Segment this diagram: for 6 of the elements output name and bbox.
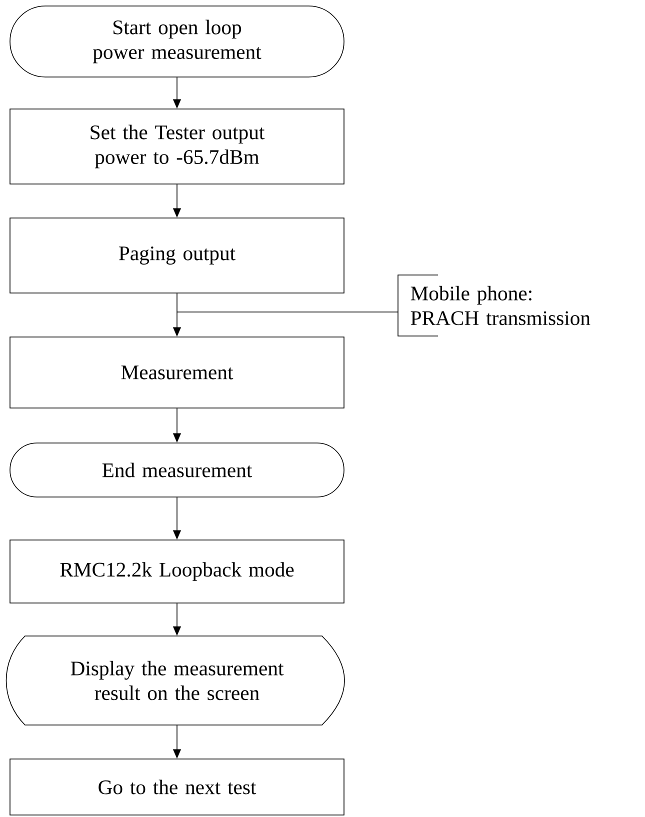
process-box: Measurement (10, 336, 344, 408)
process-box: Paging output (10, 218, 344, 294)
annotation-bracket: Mobile phone: PRACH transmission (398, 274, 590, 336)
process-box: RMC12.2k Loopback mode (10, 540, 344, 604)
process-box: Go to the next test (10, 758, 344, 816)
process-box: Set the Tester output power to -65.7dBm (10, 108, 344, 184)
